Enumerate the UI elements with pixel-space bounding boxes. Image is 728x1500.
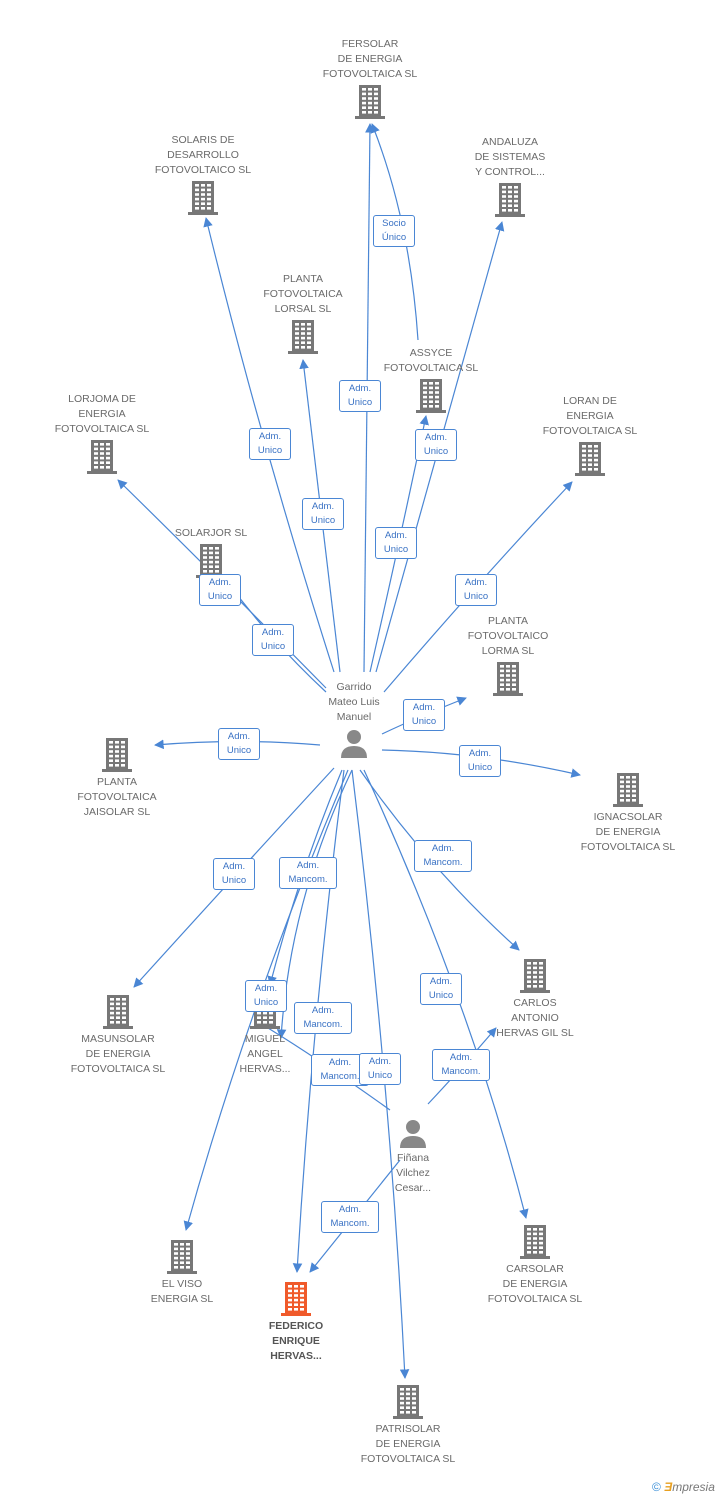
building-icon[interactable] (166, 1240, 198, 1279)
edge-label[interactable]: Adm. Unico (213, 858, 255, 890)
edge-label[interactable]: Adm. Mancom. (294, 1002, 352, 1034)
edge-line (276, 769, 353, 1039)
node-label[interactable]: CARSOLAR DE ENERGIA FOTOVOLTAICA SL (487, 1263, 583, 1305)
node-label[interactable]: ANDALUZA DE SISTEMAS Y CONTROL... (474, 136, 546, 178)
edge-label[interactable]: Adm. Unico (459, 745, 501, 777)
building-icon[interactable] (494, 183, 526, 222)
building-icon[interactable] (519, 1225, 551, 1264)
edge-label[interactable]: Adm. Mancom. (414, 840, 472, 872)
copyright-icon: © (652, 1480, 661, 1494)
edge-label[interactable]: Socio Único (373, 215, 415, 247)
edge-label[interactable]: Adm. Unico (218, 728, 260, 760)
node-label[interactable]: MIGUEL ANGEL HERVAS... (239, 1033, 291, 1075)
edge-label[interactable]: Adm. Unico (359, 1053, 401, 1085)
building-icon[interactable] (612, 773, 644, 812)
edge-label[interactable]: Adm. Mancom. (432, 1049, 490, 1081)
node-label[interactable]: PLANTA FOTOVOLTAICO LORMA SL (467, 615, 549, 657)
node-label[interactable]: LORJOMA DE ENERGIA FOTOVOLTAICA SL (54, 393, 150, 435)
node-label[interactable]: PATRISOLAR DE ENERGIA FOTOVOLTAICA SL (360, 1423, 456, 1465)
building-icon[interactable] (187, 181, 219, 220)
building-icon[interactable] (574, 442, 606, 481)
edge-label[interactable]: Adm. Unico (403, 699, 445, 731)
person-icon[interactable] (398, 1118, 428, 1153)
building-icon[interactable] (86, 440, 118, 479)
edge-label[interactable]: Adm. Unico (339, 380, 381, 412)
node-label[interactable]: PLANTA FOTOVOLTAICA JAISOLAR SL (77, 776, 157, 818)
building-icon[interactable] (415, 379, 447, 418)
node-label[interactable]: Fiñana Vilchez Cesar... (394, 1152, 432, 1194)
node-label[interactable]: CARLOS ANTONIO HERVAS GIL SL (496, 997, 574, 1039)
edge-label[interactable]: Adm. Mancom. (321, 1201, 379, 1233)
edge-label[interactable]: Adm. Unico (252, 624, 294, 656)
edge-label[interactable]: Adm. Unico (199, 574, 241, 606)
person-icon[interactable] (339, 728, 369, 763)
building-icon[interactable] (492, 662, 524, 701)
edge-label[interactable]: Adm. Unico (420, 973, 462, 1005)
node-label[interactable]: FEDERICO ENRIQUE HERVAS... (268, 1320, 324, 1362)
edge-label[interactable]: Adm. Unico (249, 428, 291, 460)
edge-label[interactable]: Adm. Unico (415, 429, 457, 461)
node-label[interactable]: IGNACSOLAR DE ENERGIA FOTOVOLTAICA SL (580, 811, 676, 853)
edge-label[interactable]: Adm. Mancom. (279, 857, 337, 889)
node-label[interactable]: Garrido Mateo Luis Manuel (328, 681, 380, 723)
node-label[interactable]: LORAN DE ENERGIA FOTOVOLTAICA SL (542, 395, 638, 437)
building-icon[interactable] (287, 320, 319, 359)
building-icon[interactable] (354, 85, 386, 124)
node-label[interactable]: PLANTA FOTOVOLTAICA LORSAL SL (263, 273, 343, 315)
building-icon[interactable] (101, 738, 133, 777)
edge-label[interactable]: Adm. Unico (245, 980, 287, 1012)
edge-label[interactable]: Adm. Unico (302, 498, 344, 530)
node-label[interactable]: SOLARIS DE DESARROLLO FOTOVOLTAICO SL (154, 134, 252, 176)
node-label[interactable]: MASUNSOLAR DE ENERGIA FOTOVOLTAICA SL (70, 1033, 166, 1075)
footer-brand[interactable]: © Ǝmpresia (652, 1480, 715, 1494)
building-icon[interactable] (392, 1385, 424, 1424)
node-label[interactable]: SOLARJOR SL (174, 527, 248, 539)
node-label[interactable]: FERSOLAR DE ENERGIA FOTOVOLTAICA SL (322, 38, 418, 80)
building-icon[interactable] (519, 959, 551, 998)
edge-label[interactable]: Adm. Unico (375, 527, 417, 559)
node-label[interactable]: ASSYCE FOTOVOLTAICA SL (383, 347, 479, 374)
edge-label[interactable]: Adm. Unico (455, 574, 497, 606)
brand-name: mpresia (672, 1480, 715, 1494)
brand-logo-e: Ǝ (664, 1480, 673, 1494)
node-label[interactable]: EL VISO ENERGIA SL (150, 1278, 214, 1305)
building-icon[interactable] (102, 995, 134, 1034)
building-icon[interactable] (280, 1282, 312, 1321)
